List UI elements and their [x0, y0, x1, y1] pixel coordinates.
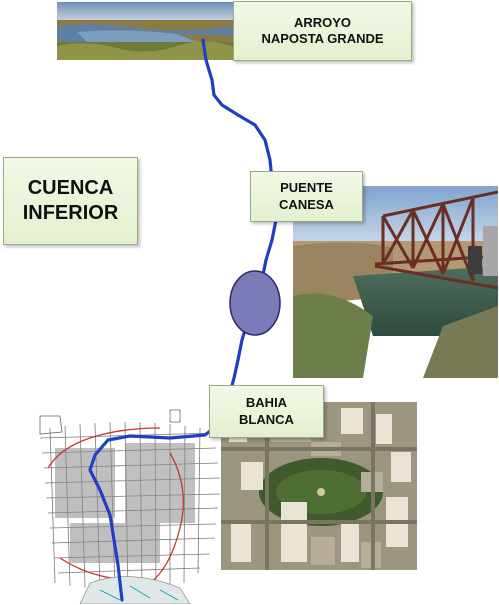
station-label-puente-line2: CANESA	[279, 196, 334, 212]
city-street-map	[30, 408, 225, 604]
location-marker	[229, 270, 281, 336]
station-label-puente: PUENTE CANESA	[250, 171, 363, 222]
basin-title-box: CUENCA INFERIOR	[3, 157, 138, 245]
station-label-puente-line1: PUENTE	[280, 180, 333, 196]
station-label-bahia: BAHIA BLANCA	[209, 385, 324, 438]
bridge-photo	[293, 186, 498, 378]
station-label-bahia-line1: BAHIA	[245, 395, 288, 411]
station-label-arroyo: ARROYO NAPOSTA GRANDE	[233, 1, 412, 61]
basin-title-line1: CUENCA	[27, 177, 114, 199]
basin-title-line2: INFERIOR	[22, 202, 119, 224]
arroyo-landscape-photo	[57, 2, 237, 60]
station-label-arroyo-line2: NAPOSTA GRANDE	[261, 31, 384, 46]
station-label-arroyo-line1: ARROYO	[293, 14, 352, 30]
station-label-bahia-line2: BLANCA	[239, 411, 294, 427]
